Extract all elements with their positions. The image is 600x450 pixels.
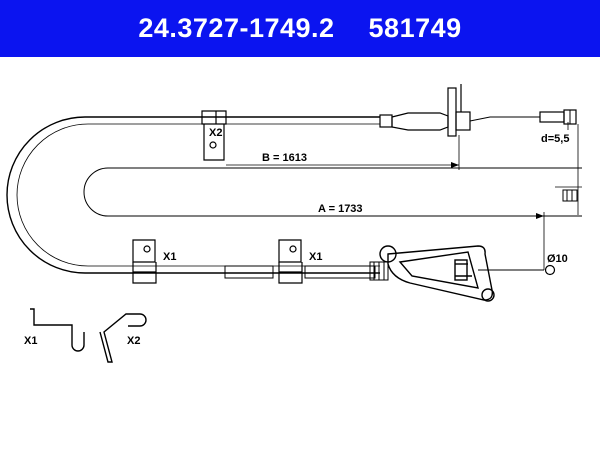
title-bar: 24.3727-1749.2 581749 xyxy=(0,0,600,57)
top-conical-fitting xyxy=(391,112,449,131)
clip-x1-middle-mounted xyxy=(278,239,303,284)
top-flange xyxy=(447,87,457,137)
label-x1-left: X1 xyxy=(163,251,176,263)
bottom-sleeve-1 xyxy=(224,265,274,279)
end-fitting-side-view xyxy=(555,186,582,202)
clip-x1-detail xyxy=(30,308,85,352)
cable-inner-line xyxy=(16,123,380,267)
top-sleeve xyxy=(379,114,393,128)
top-flange-plate xyxy=(455,111,471,131)
label-dim-b: B = 1613 xyxy=(262,152,307,164)
dimension-loop xyxy=(83,167,582,217)
label-d-value: d=5,5 xyxy=(541,133,569,145)
clip-x1-left-mounted xyxy=(132,239,157,284)
clip-x2-detail xyxy=(99,313,147,363)
bottom-sleeve-2 xyxy=(304,265,376,279)
cable-technical-drawing: X2 B = 1613 d=5,5 A = 1733 X1 xyxy=(6,84,582,363)
part-number: 24.3727-1749.2 xyxy=(138,13,335,43)
dim-a-arrow xyxy=(536,213,544,219)
bottom-end-nipple xyxy=(544,264,556,276)
label-diameter: Ø10 xyxy=(547,253,568,265)
label-x1-middle: X1 xyxy=(309,251,322,263)
dim-b-arrow xyxy=(451,162,459,168)
label-x1-detail: X1 xyxy=(24,335,37,347)
label-x2-top: X2 xyxy=(209,127,222,139)
label-x2-detail: X2 xyxy=(127,335,140,347)
clip-x2-mounted xyxy=(201,110,227,161)
top-inner-wire xyxy=(469,116,540,122)
bottom-ribbed-fitting xyxy=(369,261,389,281)
top-end-fitting xyxy=(539,111,565,123)
reference-number: 581749 xyxy=(368,13,462,43)
label-dim-a: A = 1733 xyxy=(318,203,363,215)
triangular-bracket xyxy=(379,245,495,302)
cable-outer-sheath xyxy=(6,116,380,274)
